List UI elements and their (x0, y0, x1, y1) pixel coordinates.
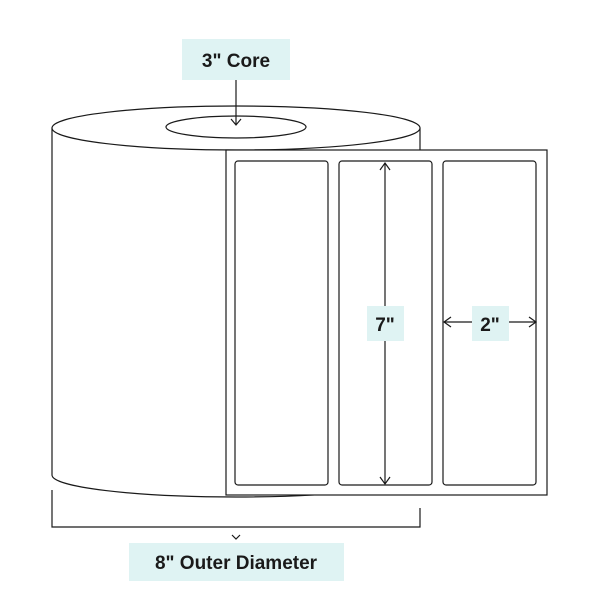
width-arrowhead-right (528, 316, 538, 328)
width-arrowhead-left (442, 316, 452, 328)
height-arrowhead-top (379, 161, 391, 171)
core-arrowhead (230, 118, 242, 126)
diameter-bracket (51, 490, 421, 528)
diameter-chevron (231, 534, 241, 540)
width-label-box (472, 306, 509, 341)
height-arrowhead-bottom (379, 476, 391, 486)
core-label-box (182, 39, 290, 80)
label-1 (234, 160, 329, 486)
outer-diameter-label: 8" Outer Diameter (155, 553, 318, 574)
outer-diameter-label-box (129, 543, 344, 581)
height-label: 7" (375, 315, 395, 336)
height-label-box (367, 306, 404, 341)
core-label: 3" Core (202, 51, 270, 72)
width-label: 2" (480, 315, 500, 336)
